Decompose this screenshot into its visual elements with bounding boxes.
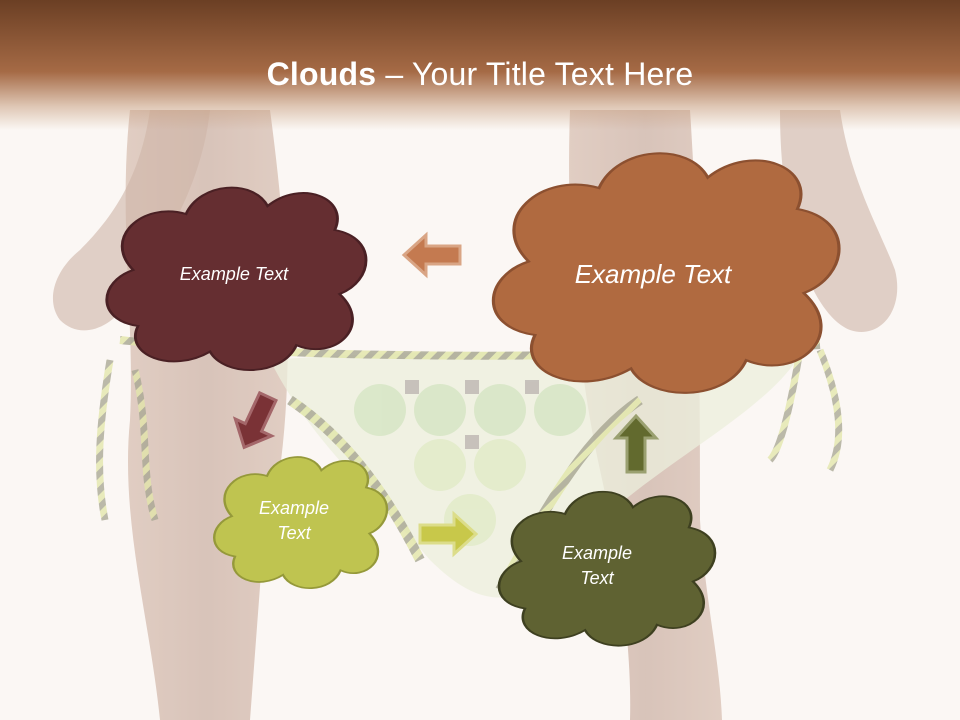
- left-arm: [52, 110, 210, 331]
- slide-title: Clouds – Your Title Text Here: [0, 56, 960, 93]
- arrow-left: [401, 231, 462, 279]
- title-bar: [0, 0, 960, 130]
- arrow-down: [232, 390, 278, 450]
- cloud-dark-red-text: Example Text: [179, 264, 289, 285]
- cloud-yellow-green-text: Example Text: [258, 497, 330, 543]
- cloud-olive-text: Example Text: [561, 542, 633, 588]
- title-rest: – Your Title Text Here: [376, 56, 694, 92]
- tie-right: [767, 348, 843, 472]
- arrow-up: [612, 413, 660, 474]
- cloud-brown-text: Example Text: [574, 258, 732, 289]
- tie-left: [96, 359, 159, 522]
- arrow-right: [418, 510, 479, 558]
- title-bold: Clouds: [266, 56, 377, 92]
